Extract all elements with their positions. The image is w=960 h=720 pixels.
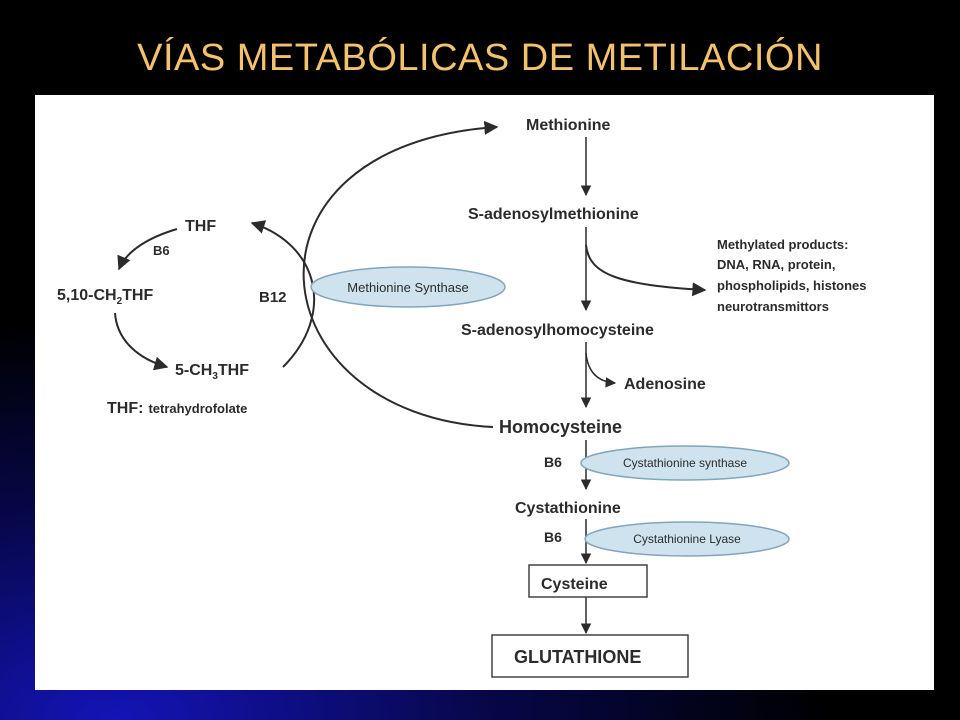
methylated-products-heading: Methylated products: bbox=[717, 237, 848, 252]
glutathione-label: GLUTATHIONE bbox=[514, 647, 641, 667]
ch3thf-label: 5-CH3THF bbox=[175, 362, 249, 382]
cystathionine-lyase-ellipse bbox=[584, 521, 790, 557]
cystathionine-synthase-ellipse bbox=[580, 445, 790, 481]
glutathione-box bbox=[491, 634, 689, 678]
slide-title: VÍAS METABÓLICAS DE METILACIÓN bbox=[137, 37, 823, 79]
thf-label: THF bbox=[185, 218, 216, 235]
thf-legend: THF:tetrahydrofolate bbox=[107, 400, 247, 417]
pathway-figure: Methionine S-adenosylmethionine S-adenos… bbox=[35, 95, 934, 690]
cystathionine-label: Cystathionine bbox=[515, 500, 621, 517]
pathway-diagram: Methionine S-adenosylmethionine S-adenos… bbox=[57, 117, 867, 678]
cysteine-box bbox=[528, 564, 648, 598]
sam-label: S-adenosylmethionine bbox=[468, 206, 639, 223]
methylated-products-line3: neurotransmittors bbox=[717, 299, 829, 314]
ch2thf-label: 5,10-CH2THF bbox=[57, 287, 153, 307]
adenosine-label: Adenosine bbox=[624, 376, 706, 393]
methionine-synthase-ellipse bbox=[310, 266, 506, 308]
arrow-thf-to-ch2thf bbox=[117, 228, 178, 271]
b12-cofactor-label: B12 bbox=[259, 289, 287, 306]
arrow-sam-to-methylated-products bbox=[585, 244, 707, 297]
homocysteine-label: Homocysteine bbox=[499, 417, 622, 437]
arrow-ch2thf-to-ch3thf bbox=[114, 312, 169, 371]
arrow-homocysteine-to-methionine bbox=[302, 120, 499, 428]
folate-b6-label: B6 bbox=[153, 243, 170, 258]
methylated-products-line2: phospholipids, histones bbox=[717, 278, 867, 293]
methionine-label: Methionine bbox=[526, 117, 611, 134]
methionine-synthase-label: Methionine Synthase bbox=[347, 280, 468, 295]
cystathionine-lyase-label: Cystathionine Lyase bbox=[633, 532, 741, 546]
sah-label: S-adenosylhomocysteine bbox=[461, 322, 654, 339]
b6-synthase-cofactor-label: B6 bbox=[544, 454, 562, 470]
b6-lyase-cofactor-label: B6 bbox=[544, 529, 562, 545]
methylated-products-line1: DNA, RNA, protein, bbox=[717, 257, 835, 272]
cystathionine-synthase-label: Cystathionine synthase bbox=[623, 456, 747, 470]
arrow-sah-to-adenosine bbox=[585, 352, 617, 388]
cysteine-label: Cysteine bbox=[541, 576, 608, 593]
